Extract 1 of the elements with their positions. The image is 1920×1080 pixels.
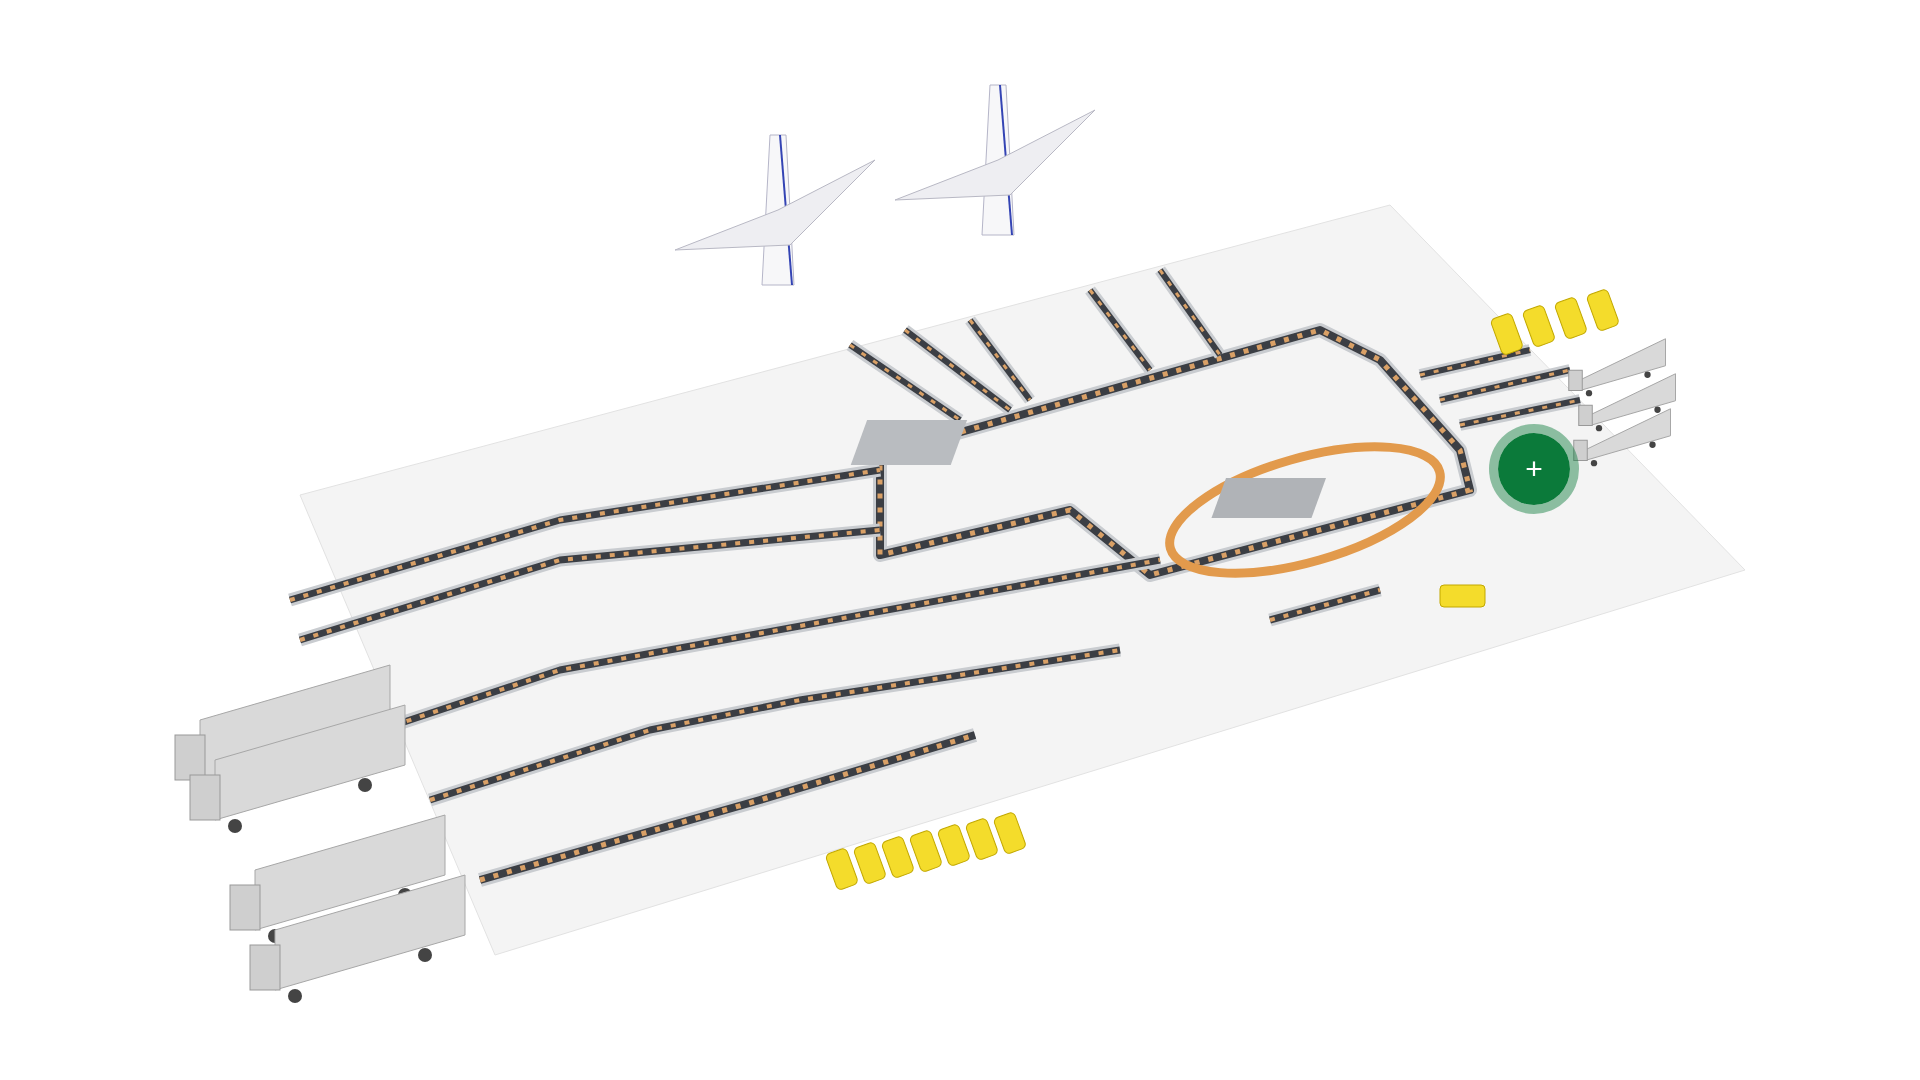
parcel-hub-drawing bbox=[174, 84, 1746, 1003]
